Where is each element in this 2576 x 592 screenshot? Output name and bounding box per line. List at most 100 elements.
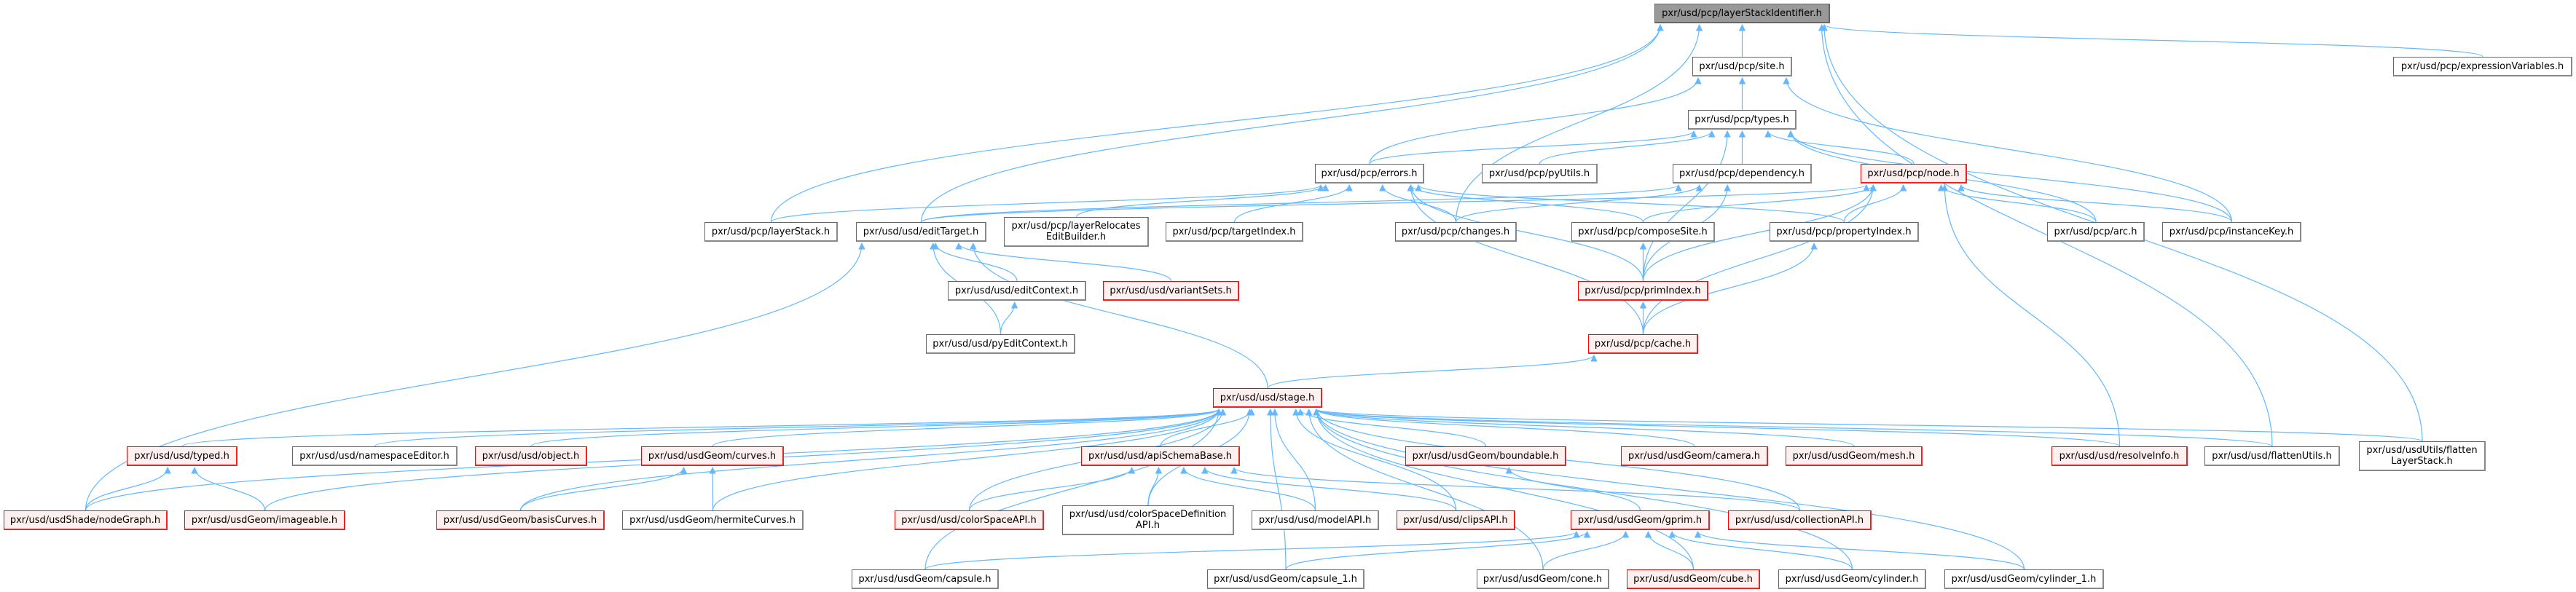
node-site[interactable]: pxr/usd/pcp/site.h [1692, 57, 1792, 76]
edge-layerRelocates-to-errors [1075, 184, 1330, 218]
edge-editTarget-to-dependency [920, 184, 1682, 223]
node-apiSchemaBase[interactable]: pxr/usd/usd/apiSchemaBase.h [1081, 446, 1240, 466]
edge-primIndex-to-types [1642, 130, 1731, 282]
node-collectionAPI[interactable]: pxr/usd/usd/collectionAPI.h [1728, 510, 1872, 530]
node-layerStackIdentifier[interactable]: pxr/usd/pcp/layerStackIdentifier.h [1654, 4, 1830, 23]
node-colorSpaceAPI[interactable]: pxr/usd/usd/colorSpaceAPI.h [895, 510, 1044, 530]
node-cache[interactable]: pxr/usd/pcp/cache.h [1588, 334, 1698, 354]
node-camera[interactable]: pxr/usd/usdGeom/camera.h [1621, 446, 1768, 466]
node-imageable[interactable]: pxr/usd/usdGeom/imageable.h [184, 510, 345, 530]
node-namespaceEditor[interactable]: pxr/usd/usd/namespaceEditor.h [292, 446, 458, 466]
node-cone[interactable]: pxr/usd/usdGeom/cone.h [1477, 569, 1609, 589]
node-typed[interactable]: pxr/usd/usd/typed.h [127, 446, 237, 466]
node-object[interactable]: pxr/usd/usd/object.h [475, 446, 587, 466]
node-capsule[interactable]: pxr/usd/usdGeom/capsule.h [852, 569, 999, 589]
node-instanceKey[interactable]: pxr/usd/pcp/instanceKey.h [2162, 222, 2301, 242]
edge-flattenLayerStack-to-stage [1313, 409, 2423, 442]
node-nodeGraph[interactable]: pxr/usd/usdShade/nodeGraph.h [4, 510, 168, 530]
edge-pyUtils-to-types [1539, 130, 1716, 165]
node-gprim[interactable]: pxr/usd/usdGeom/gprim.h [1571, 510, 1710, 530]
edge-curves-to-stage [712, 409, 1222, 447]
node-resolveInfo[interactable]: pxr/usd/usd/resolveInfo.h [2051, 446, 2188, 466]
edge-cylinder-to-gprim [1668, 531, 1853, 570]
edge-cylinder_1-to-gprim [1694, 531, 2025, 570]
node-propertyIndex[interactable]: pxr/usd/pcp/propertyIndex.h [1770, 222, 1919, 242]
node-composeSite[interactable]: pxr/usd/pcp/composeSite.h [1571, 222, 1715, 242]
edge-apiSchemaBase-to-stage [1160, 409, 1255, 447]
node-expressionVariables[interactable]: pxr/usd/pcp/expressionVariables.h [2393, 57, 2572, 76]
edge-basisCurves-to-curves [519, 467, 688, 511]
edge-flattenUtils-to-stage [1313, 409, 2273, 447]
edge-resolveInfo-to-node [1941, 184, 2121, 447]
edge-nodeGraph-to-editTarget [85, 242, 865, 511]
edge-resolveInfo-to-stage [1313, 409, 2121, 447]
edge-composeSite-to-node [1642, 184, 1877, 223]
edge-variantSets-to-editTarget [955, 242, 1172, 282]
node-editContext[interactable]: pxr/usd/usd/editContext.h [948, 281, 1086, 301]
edge-layerStack-to-root [770, 24, 1664, 223]
node-clipsAPI[interactable]: pxr/usd/usd/clipsAPI.h [1397, 510, 1515, 530]
edge-changes-to-errors [1379, 184, 1457, 223]
node-cylinder[interactable]: pxr/usd/usdGeom/cylinder.h [1778, 569, 1926, 589]
edge-gprim-to-boundable [1505, 467, 1641, 511]
node-mesh[interactable]: pxr/usd/usdGeom/mesh.h [1786, 446, 1923, 466]
node-layerRelocatesEditBuilder[interactable]: pxr/usd/pcp/layerRelocates EditBuilder.h [1004, 217, 1149, 247]
edge-composeSite-to-errors [1407, 184, 1644, 223]
edge-imageable-to-typed [191, 467, 266, 511]
node-changes[interactable]: pxr/usd/pcp/changes.h [1395, 222, 1517, 242]
edge-nodeGraph-to-typed [85, 467, 171, 511]
edge-errors-to-site [1369, 77, 1702, 165]
node-dependency[interactable]: pxr/usd/pcp/dependency.h [1673, 164, 1812, 183]
node-node[interactable]: pxr/usd/pcp/node.h [1861, 164, 1967, 183]
edge-cylinder-to-stage [1313, 409, 1853, 570]
edge-cache-to-errors [1407, 184, 1644, 335]
edge-expressionVariables-to-root [1821, 24, 2483, 58]
edge-editTarget-to-root [920, 24, 1664, 223]
edge-mesh-to-stage [1313, 409, 1855, 447]
node-targetIndex[interactable]: pxr/usd/pcp/targetIndex.h [1166, 222, 1303, 242]
edge-collectionAPI-to-apiSchemaBase [1230, 467, 1801, 511]
node-modelAPI[interactable]: pxr/usd/usd/modelAPI.h [1252, 510, 1379, 530]
edge-instanceKey-to-site [1783, 77, 2233, 223]
node-curves[interactable]: pxr/usd/usdGeom/curves.h [641, 446, 784, 466]
node-colorSpaceDefinitionAPI[interactable]: pxr/usd/usd/colorSpaceDefinition API.h [1062, 505, 1234, 535]
node-flattenLayerStack[interactable]: pxr/usd/usdUtils/flatten LayerStack.h [2359, 441, 2486, 471]
node-arc[interactable]: pxr/usd/pcp/arc.h [2047, 222, 2145, 242]
node-cylinder_1[interactable]: pxr/usd/usdGeom/cylinder_1.h [1944, 569, 2104, 589]
node-pyUtils[interactable]: pxr/usd/pcp/pyUtils.h [1482, 164, 1598, 183]
node-capsule_1[interactable]: pxr/usd/usdGeom/capsule_1.h [1207, 569, 1364, 589]
edge-modelAPI-to-stage [1271, 409, 1316, 511]
edge-propertyIndex-to-node [1843, 184, 1907, 223]
edge-arc-to-node [1937, 184, 2097, 223]
edge-cache-to-node [1642, 184, 1877, 335]
edge-errors-to-types [1369, 130, 1697, 165]
edge-colorSpaceAPI-to-apiSchemaBase [968, 467, 1136, 511]
node-boundable[interactable]: pxr/usd/usdGeom/boundable.h [1405, 446, 1566, 466]
node-pyEditContext[interactable]: pxr/usd/usd/pyEditContext.h [926, 334, 1075, 354]
edge-stage-to-cache [1267, 355, 1598, 389]
edge-cache-to-propertyIndex [1642, 242, 1818, 335]
edge-flattenUtils-to-root [1818, 24, 2273, 447]
node-basisCurves[interactable]: pxr/usd/usdGeom/basisCurves.h [436, 510, 605, 530]
edge-clipsAPI-to-apiSchemaBase [1201, 467, 1457, 511]
edge-capsule_1-to-stage [1266, 409, 1287, 570]
edge-object-to-stage [530, 409, 1222, 447]
node-types[interactable]: pxr/usd/pcp/types.h [1688, 110, 1796, 130]
edge-propertyIndex-to-errors [1415, 184, 1845, 223]
edge-editTarget-to-node [920, 184, 1870, 223]
edge-changes-to-root [1455, 24, 1703, 223]
node-layerStack[interactable]: pxr/usd/pcp/layerStack.h [704, 222, 838, 242]
edge-typed-to-stage [181, 409, 1222, 447]
node-hermiteCurves[interactable]: pxr/usd/usdGeom/hermiteCurves.h [622, 510, 804, 530]
node-stage[interactable]: pxr/usd/usd/stage.h [1213, 388, 1322, 408]
node-editTarget[interactable]: pxr/usd/usd/editTarget.h [856, 222, 986, 242]
edge-cone-to-gprim [1542, 531, 1630, 570]
node-flattenUtils[interactable]: pxr/usd/usd/flattenUtils.h [2204, 446, 2340, 466]
edge-stage-to-editTarget [970, 242, 1268, 389]
node-variantSets[interactable]: pxr/usd/usd/variantSets.h [1103, 281, 1239, 301]
edge-camera-to-stage [1313, 409, 1695, 447]
node-cube[interactable]: pxr/usd/usdGeom/cube.h [1627, 569, 1760, 589]
node-primIndex[interactable]: pxr/usd/pcp/primIndex.h [1578, 281, 1708, 301]
node-errors[interactable]: pxr/usd/pcp/errors.h [1315, 164, 1424, 183]
